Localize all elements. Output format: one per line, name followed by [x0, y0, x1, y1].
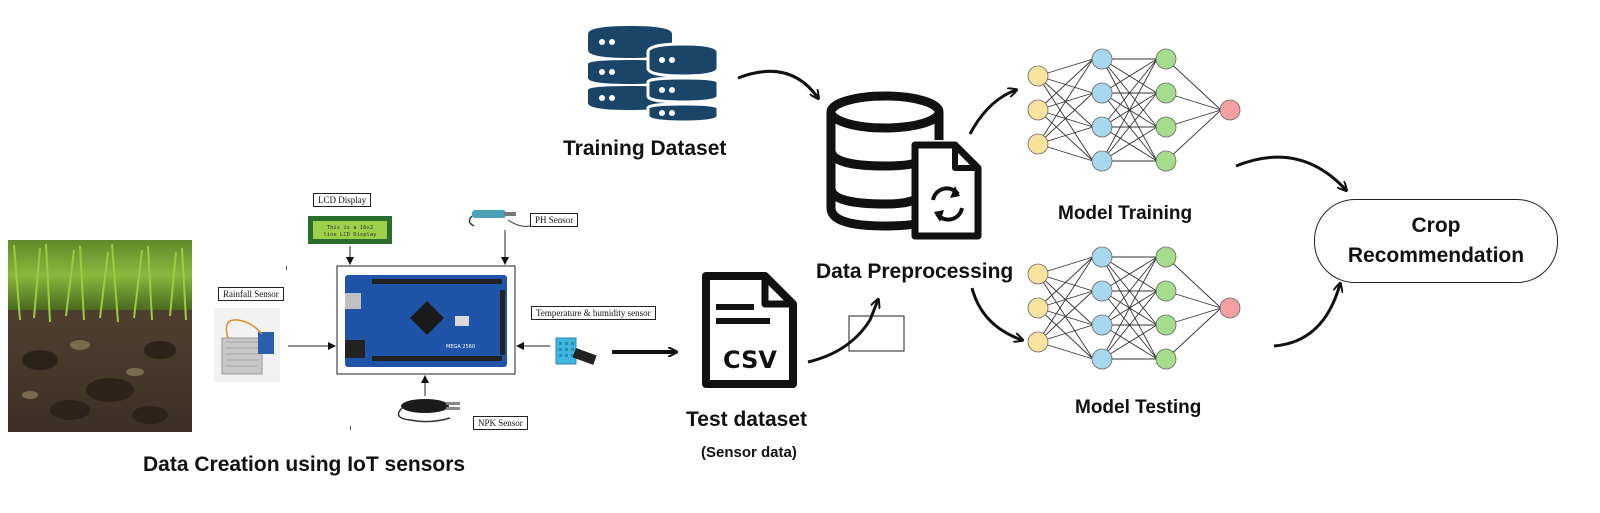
nn-node [1027, 65, 1049, 87]
nn-edge [1101, 324, 1158, 360]
nn-node [1027, 263, 1049, 285]
arrow-testing-to-crop [1273, 284, 1340, 348]
nn-node [1027, 99, 1049, 121]
training-dataset-label: Training Dataset [563, 137, 727, 160]
lcd-display-label: LCD Display [313, 193, 372, 207]
csv-label: CSV [723, 346, 777, 374]
soil-photo [8, 240, 192, 432]
nn-edge [1037, 92, 1094, 145]
nn-node [1091, 150, 1113, 172]
lcd-display: This is a 16x2 line LCD Display [308, 216, 392, 244]
test-dataset-label: Test dataset [686, 408, 807, 431]
nn-edge [1037, 58, 1094, 111]
arrow-training-to-crop [1235, 155, 1346, 190]
nn-edge [1165, 307, 1222, 360]
nn-node [1091, 48, 1113, 70]
nn-edge [1165, 58, 1222, 111]
nn-node [1155, 48, 1177, 70]
model-testing-label: Model Testing [1075, 397, 1202, 418]
nn-edge [1037, 290, 1094, 343]
npk-sensor-label: NPK Sensor [473, 416, 528, 430]
nn-edge [1037, 58, 1094, 145]
crop-recommendation-node: Crop Recommendation [1314, 199, 1558, 283]
temperature-humidity-sensor-module [555, 337, 597, 365]
npk-sensor-probe [397, 399, 460, 423]
nn-node [1091, 280, 1113, 302]
ph-sensor-label: PH Sensor [530, 213, 579, 227]
ph-sensor-probe [468, 210, 531, 227]
nn-node [1155, 150, 1177, 172]
board-text: MEGA 2560 [446, 344, 475, 350]
nn-edge [1101, 256, 1158, 326]
nn-node [1155, 246, 1177, 268]
nn-edge [1101, 256, 1158, 292]
nn-edge [1037, 256, 1094, 343]
crop-label-line2: Recommendation [1347, 244, 1525, 267]
iot-board-frame: MEGA 2560 [336, 265, 516, 375]
data-preprocessing-label: Data Preprocessing [816, 260, 1014, 283]
nn-node [1155, 314, 1177, 336]
nn-edge [1101, 58, 1158, 162]
model-training-label: Model Training [1058, 203, 1193, 224]
nn-node [1155, 280, 1177, 302]
nn-node [1027, 331, 1049, 353]
arrow-training-to-preprocessing [737, 69, 818, 98]
arrow-test-to-preprocessing [807, 300, 878, 364]
nn-edge [1165, 256, 1222, 309]
model-testing-network [1027, 246, 1241, 370]
temperature-sensor-label: Temperature & humidity sensor [531, 306, 656, 320]
nn-node [1155, 82, 1177, 104]
rainfall-sensor-label: Rainfall Sensor [218, 287, 284, 301]
flow-arrows [612, 69, 1346, 364]
nn-edge [1101, 58, 1158, 128]
nn-edge [1101, 256, 1158, 360]
arrow-preprocessing-to-training [968, 90, 1016, 135]
crop-label-line1: Crop [1411, 214, 1461, 237]
nn-edge [1101, 92, 1158, 162]
csv-file-icon: CSV [702, 272, 797, 388]
nn-edge [1101, 290, 1158, 360]
sensor-data-label: (Sensor data) [701, 444, 797, 461]
lcd-screen-line1: This is a 16x2 [327, 225, 373, 231]
nn-node [1091, 348, 1113, 370]
rainfall-sensor-module [214, 308, 280, 382]
nn-node [1219, 297, 1241, 319]
nn-node [1091, 116, 1113, 138]
nn-edge [1165, 109, 1222, 162]
nn-node [1027, 133, 1049, 155]
nn-node [1219, 99, 1241, 121]
placeholder-box [848, 315, 905, 352]
nn-node [1155, 348, 1177, 370]
data-creation-label: Data Creation using IoT sensors [143, 453, 466, 476]
nn-edge [1101, 126, 1158, 162]
nn-node [1091, 246, 1113, 268]
nn-node [1091, 314, 1113, 336]
nn-edge [1101, 58, 1158, 94]
nn-node [1027, 297, 1049, 319]
model-training-network [1027, 48, 1241, 172]
training-dataset-database-icon [588, 26, 720, 124]
nn-node [1091, 82, 1113, 104]
sensor-connector-arrows [288, 230, 550, 396]
nn-edge [1037, 256, 1094, 309]
lcd-screen-line2: line LCD Display [324, 232, 378, 238]
document-refresh-icon [911, 141, 982, 240]
nn-node [1155, 116, 1177, 138]
arrow-preprocessing-to-testing [970, 287, 1022, 340]
